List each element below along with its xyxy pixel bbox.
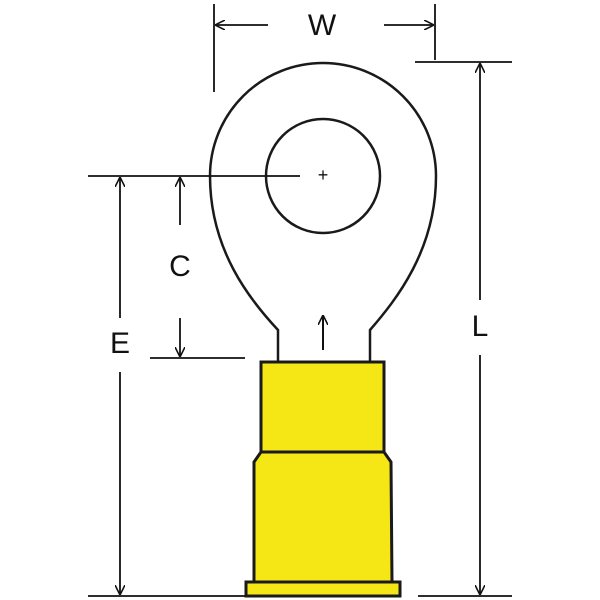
- dimension-l: [415, 61, 512, 597]
- dimension-c-label: C: [169, 250, 191, 283]
- dimension-w: [213, 4, 436, 92]
- dimension-c: [150, 178, 245, 359]
- dimension-l-label: L: [472, 310, 489, 343]
- stud-center-mark: +: [318, 165, 329, 185]
- barrel-lower: [252, 450, 394, 584]
- barrel-flange: [244, 580, 402, 598]
- dimension-e: [88, 175, 300, 597]
- dimension-e-label: E: [110, 327, 130, 360]
- dimension-w-label: W: [308, 9, 337, 42]
- barrel-upper: [259, 360, 386, 454]
